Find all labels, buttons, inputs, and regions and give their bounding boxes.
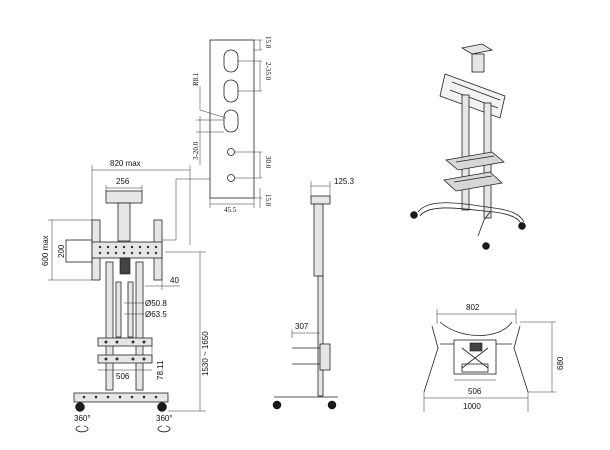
- plate-hole-gap-label: 30.0: [264, 156, 272, 169]
- iso-shelf-top: [445, 151, 505, 171]
- shelf-width-label: 506: [116, 372, 130, 381]
- tv-mount-plate: [91, 241, 163, 259]
- side-view: 125.3 307: [272, 177, 355, 410]
- bracket-height-label: 200: [57, 244, 66, 258]
- iso-tv-mount: [439, 73, 506, 119]
- bracket-upright: [117, 202, 131, 242]
- slot-3: [223, 109, 239, 133]
- left-pole: [105, 261, 114, 391]
- plate-slots-label: 2-35.0: [264, 62, 272, 81]
- shelf-gap-label: 78.11: [156, 360, 165, 380]
- base-depth-label: 680: [556, 356, 565, 370]
- plate-width-label: 45.5: [224, 206, 237, 214]
- tv-height-label: 600 max: [41, 235, 50, 266]
- total-height-label: 1530 ~ 1650: [201, 331, 210, 376]
- side-pole: [317, 275, 324, 397]
- right-caster: [157, 402, 167, 412]
- plate-detail: 15.0 2-35.0 R8.1 3-20.0 30.0 45.5 15.0: [192, 36, 272, 214]
- base-top-view: 802 680 506 1000: [423, 303, 565, 412]
- plate-holes-label: 3-20.0: [192, 141, 200, 160]
- base-shelf-label: 506: [468, 387, 482, 396]
- base-inner-curve: [439, 321, 513, 336]
- hole-1: [227, 148, 235, 156]
- plate-top-label: 15.0: [264, 36, 272, 49]
- side-shelf-label: 307: [295, 322, 309, 331]
- side-caster-left: [272, 400, 282, 410]
- rotate-left-arrow: [75, 425, 89, 433]
- side-panel: [313, 203, 324, 277]
- pole-large-label: Ø63.5: [145, 310, 167, 319]
- plate-radius-label: R8.1: [192, 72, 200, 86]
- iso-pole-left: [461, 94, 470, 211]
- isometric-view: [410, 43, 526, 250]
- side-depth-label: 125.3: [334, 177, 355, 186]
- rotate-left-label: 360°: [74, 414, 91, 423]
- tv-width-label: 820 max: [110, 159, 141, 168]
- base-inner-label: 802: [466, 303, 480, 312]
- slotted-plate: [209, 39, 255, 199]
- base-outer-label: 1000: [463, 402, 481, 411]
- pole-small-label: Ø50.8: [145, 299, 167, 308]
- plate-bottom-label: 15.0: [264, 194, 272, 207]
- bracket-width-label: 256: [116, 177, 130, 186]
- side-caster-right: [327, 400, 337, 410]
- right-pole: [135, 261, 144, 391]
- rotate-right-arrow: [157, 425, 171, 433]
- hole-2: [227, 174, 235, 182]
- upper-shelf: [97, 337, 153, 347]
- rotate-right-label: 360°: [156, 414, 173, 423]
- top-bracket: [105, 190, 143, 204]
- left-caster: [75, 402, 85, 412]
- front-view: 820 max 256 600 max 200 40: [41, 159, 210, 433]
- iso-shelf-bottom: [443, 171, 503, 192]
- offset-label: 40: [170, 276, 179, 285]
